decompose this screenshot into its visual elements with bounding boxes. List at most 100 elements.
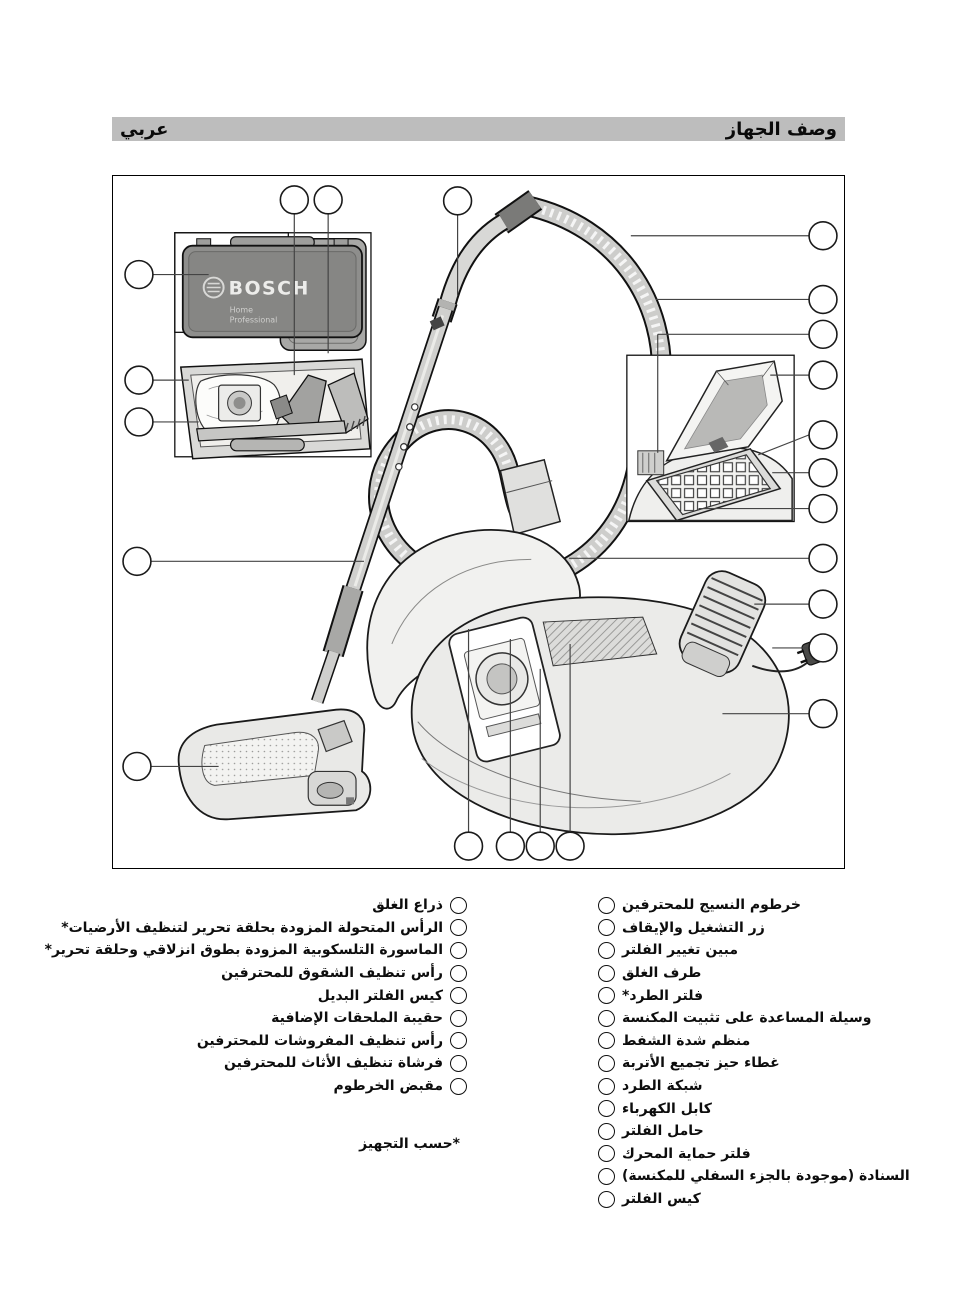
parts-list-right: خرطوم النسيج للمحترفين زر التشغيل والإيق…	[598, 894, 938, 1210]
callout-circle	[808, 360, 838, 390]
diagram-frame: BOSCH Home Professional	[112, 175, 845, 869]
bullet-circle	[450, 987, 467, 1005]
part-list-item: حامل الفلتر	[598, 1120, 938, 1143]
part-label: حامل الفلتر	[622, 1123, 704, 1140]
bullet-circle	[450, 964, 467, 982]
callout-circle	[495, 831, 526, 861]
callout-circle	[808, 493, 838, 524]
part-label: منظم شدة الشفط	[622, 1032, 751, 1049]
bullet-circle	[450, 1032, 467, 1050]
bullet-circle	[450, 896, 467, 914]
part-list-item: زر التشغيل والإيقاف	[598, 917, 938, 940]
part-list-item: مقبض الخرطوم	[67, 1075, 467, 1098]
bullet-circle	[598, 1054, 615, 1072]
part-label: السنادة (موجودة بالجزء السفلي للمكنسة)	[622, 1168, 910, 1185]
telescopic-tube-drawing	[311, 190, 543, 704]
filter-detail-inset	[626, 354, 795, 523]
bullet-circle	[450, 919, 467, 937]
part-label: غطاء حيز تجميع الأتربة	[622, 1055, 780, 1072]
bullet-circle	[598, 987, 615, 1005]
part-label: شبكة الطرد	[622, 1078, 703, 1095]
vacuum-body-drawing	[366, 458, 836, 836]
callout-circle	[555, 831, 585, 861]
part-label: خرطوم النسيج للمحترفين	[622, 897, 801, 914]
part-list-item: كيس الفلتر	[598, 1188, 938, 1211]
part-list-item: فرشاة تنظيف الأثاث للمحترفين	[67, 1052, 467, 1075]
part-list-item: شبكة الطرد	[598, 1075, 938, 1098]
part-label: فرشاة تنظيف الأثاث للمحترفين	[224, 1055, 443, 1072]
part-list-item: رأس تنظيف المفروشات للمحترفين	[67, 1030, 467, 1053]
part-label: طرف الغلق	[622, 965, 702, 982]
part-list-item: فلتر الطرد*	[598, 984, 938, 1007]
callout-circle	[808, 420, 838, 450]
part-list-item: حقيبة الملحقات الإضافية	[67, 1007, 467, 1030]
bullet-circle	[598, 941, 615, 959]
callout-circle	[279, 185, 310, 215]
callout-circle	[124, 259, 154, 290]
bullet-circle	[598, 1122, 615, 1140]
part-label: رأس تنظيف الشقوق للمحترفين	[221, 965, 443, 982]
bullet-circle	[598, 1145, 615, 1163]
bullet-circle	[598, 964, 615, 982]
callout-circle	[442, 186, 473, 216]
bullet-circle	[598, 1009, 615, 1027]
callout-circle	[808, 284, 838, 315]
brand-sub1: Home	[230, 305, 254, 314]
part-label: الماسورة التلسكوبية المزودة بطوق انزلاقي…	[44, 942, 443, 959]
part-label: الرأس المتحولة المزودة بحلقة تحرير لتنظي…	[61, 919, 443, 936]
bullet-circle	[450, 1009, 467, 1027]
part-label: ذراع الغلق	[372, 897, 443, 914]
bullet-circle	[598, 1077, 615, 1095]
vacuum-diagram-illustration: BOSCH Home Professional	[122, 185, 838, 861]
part-list-item: طرف الغلق	[598, 962, 938, 985]
part-list-item: السنادة (موجودة بالجزء السفلي للمكنسة)	[598, 1165, 938, 1188]
callout-circle	[808, 589, 838, 619]
dust-bag-drawing	[448, 616, 561, 763]
callout-circle	[808, 633, 838, 663]
callout-circle	[122, 751, 152, 782]
part-list-item: مبين تغيير الفلتر	[598, 939, 938, 962]
part-label: مقبض الخرطوم	[333, 1078, 443, 1095]
bullet-circle	[598, 1190, 615, 1208]
part-list-item: وسيلة المساعدة على تثبيت المكنسة	[598, 1007, 938, 1030]
part-label: رأس تنظيف المفروشات للمحترفين	[196, 1032, 443, 1049]
bullet-circle	[450, 941, 467, 959]
part-label: حقيبة الملحقات الإضافية	[271, 1010, 443, 1027]
hose-neck	[499, 458, 562, 536]
bullet-circle	[598, 1167, 615, 1185]
callout-circles	[122, 185, 838, 861]
carry-case-inset: BOSCH Home Professional	[174, 232, 372, 460]
header-bar: عربي وصف الجهاز	[112, 117, 845, 141]
callout-circle	[453, 831, 484, 861]
callout-circle	[525, 831, 555, 861]
callout-circle	[808, 457, 838, 488]
parts-list-left: ذراع الغلق الرأس المتحولة المزودة بحلقة …	[45, 894, 467, 1098]
brand-sub2: Professional	[230, 315, 278, 324]
language-label: عربي	[120, 118, 169, 140]
part-label: وسيلة المساعدة على تثبيت المكنسة	[622, 1010, 872, 1027]
part-label: مبين تغيير الفلتر	[622, 942, 739, 959]
part-list-item: رأس تنظيف الشقوق للمحترفين	[67, 962, 467, 985]
part-list-item: منظم شدة الشفط	[598, 1030, 938, 1053]
part-list-item: فلتر حماية المحرك	[598, 1143, 938, 1166]
part-label: فلتر الطرد*	[622, 987, 704, 1004]
callout-circle	[313, 185, 343, 215]
bullet-circle	[598, 896, 615, 914]
brand-text: BOSCH	[229, 277, 310, 299]
callout-circle	[808, 319, 838, 350]
part-list-item: خرطوم النسيج للمحترفين	[598, 894, 938, 917]
part-list-item: ذراع الغلق	[67, 894, 467, 917]
exhaust-filter-grid	[655, 454, 772, 516]
callout-circle	[808, 543, 838, 574]
footnote: *حسب التجهيز	[359, 1136, 460, 1152]
bullet-circle	[450, 1054, 467, 1072]
crevice-nozzle	[196, 420, 347, 442]
part-label: كيس الفلتر البديل	[317, 987, 443, 1004]
part-label: فلتر حماية المحرك	[622, 1145, 751, 1162]
part-list-item: كيس الفلتر البديل	[67, 984, 467, 1007]
part-label: زر التشغيل والإيقاف	[622, 919, 765, 936]
part-list-item: كابل الكهرباء	[598, 1097, 938, 1120]
part-list-item: الماسورة التلسكوبية المزودة بطوق انزلاقي…	[45, 939, 467, 962]
carry-handle-drawing	[678, 570, 767, 678]
leader-lines	[150, 213, 810, 833]
